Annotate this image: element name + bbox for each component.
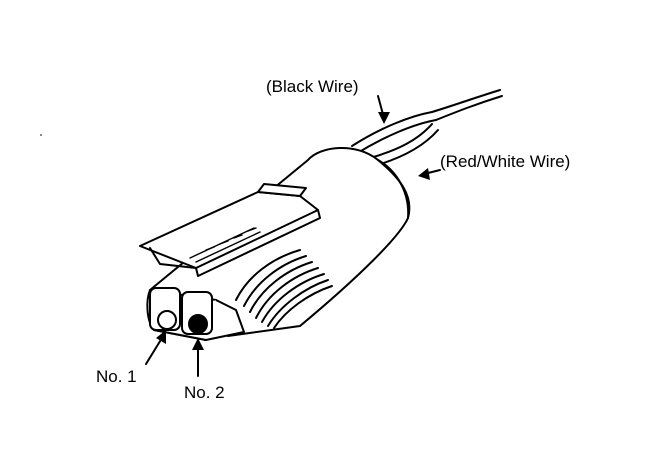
- terminal-1-label: No. 1: [96, 367, 137, 386]
- locking-latch: [139, 183, 321, 277]
- terminal-2-cavity: [188, 314, 208, 334]
- black-wire: [351, 89, 503, 155]
- black-wire-label: (Black Wire): [266, 77, 359, 96]
- speck: [40, 134, 42, 136]
- red-white-wire-label: (Red/White Wire): [440, 152, 570, 171]
- terminal-2-label: No. 2: [184, 383, 225, 402]
- terminal-1-cavity: [157, 310, 177, 330]
- terminal-cavities: [149, 287, 213, 335]
- leader-arrows: [145, 95, 441, 377]
